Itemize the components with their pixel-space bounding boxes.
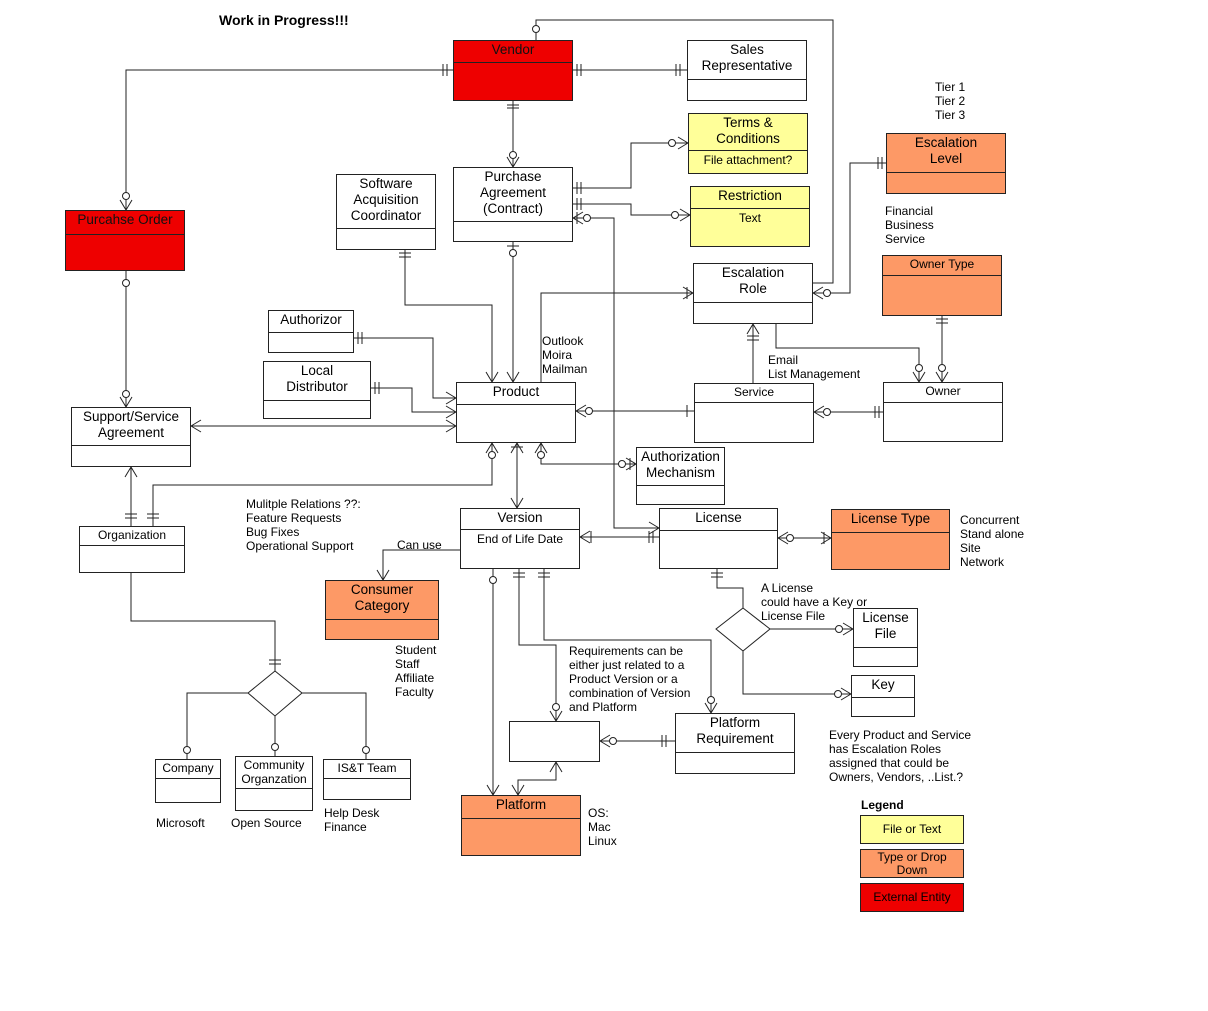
note-multiple-relations: Mulitple Relations ??: Feature Requests … [246,497,361,553]
entity-company-name: Company [156,760,220,779]
entity-platform-requirement-name: Platform Requirement [676,714,794,753]
entity-key[interactable]: Key [851,675,915,717]
entity-support-service-agreement-name: Support/Service Agreement [72,408,190,446]
entity-restriction-name: Restriction [691,187,809,209]
entity-platform-requirement[interactable]: Platform Requirement [675,713,795,774]
entity-sales-representative-name: Sales Representative [688,41,806,80]
entity-vendor-name: Vendor [454,41,572,63]
entity-organization[interactable]: Organization [79,526,185,573]
entity-authorizor[interactable]: Authorizor [268,310,354,353]
entity-owner-type[interactable]: Owner Type [882,255,1002,316]
note-license-key: A License could have a Key or License Fi… [761,581,868,623]
entity-escalation-role-name: Escalation Role [694,264,812,303]
entity-software-acquisition-coordinator[interactable]: Software Acquisition Coordinator [336,174,436,250]
legend-type-or-drop-down: Type or Drop Down [860,849,964,878]
entity-product[interactable]: Product [456,382,576,443]
note-email: Email List Management [768,353,861,381]
legend-external-entity: External Entity [860,883,964,912]
entity-license-file[interactable]: License File [853,608,918,667]
entity-owner-name: Owner [884,383,1002,403]
entity-version-platform-name [510,722,599,723]
entity-owner-type-name: Owner Type [883,256,1001,276]
entity-product-name: Product [457,383,575,405]
note-tiers: Tier 1 Tier 2 Tier 3 [935,80,966,122]
entity-escalation-level[interactable]: Escalation Level [886,133,1006,194]
note-os: OS: Mac Linux [588,806,617,848]
entity-authorization-mechanism[interactable]: Authorization Mechanism [636,447,725,505]
entity-terms-conditions[interactable]: Terms & Conditions File attachment? [688,113,808,174]
entity-vendor[interactable]: Vendor [453,40,573,101]
diagram-title: Work in Progress!!! [219,12,349,28]
note-every-product: Every Product and Service has Escalation… [829,728,972,784]
entity-license-file-name: License File [854,609,917,648]
entity-key-name: Key [852,676,914,698]
entity-local-distributor[interactable]: Local Distributor [263,361,371,419]
note-license-types: Concurrent Stand alone Site Network [960,513,1025,569]
entity-support-service-agreement[interactable]: Support/Service Agreement [71,407,191,467]
entity-purchase-agreement[interactable]: Purchase Agreement (Contract) [453,167,573,242]
entity-ist-team-name: IS&T Team [324,760,410,779]
entity-organization-name: Organization [80,527,184,546]
entity-license-type[interactable]: License Type [831,509,950,570]
entity-license[interactable]: License [659,508,778,569]
entity-escalation-level-name: Escalation Level [887,134,1005,173]
entity-company[interactable]: Company [155,759,221,803]
note-outlook: Outlook Moira Mailman [542,334,588,376]
entity-license-name: License [660,509,777,531]
entity-authorization-mechanism-name: Authorization Mechanism [637,448,724,486]
entity-version-attr: End of Life Date [476,532,564,546]
entity-ist-team[interactable]: IS&T Team [323,759,411,800]
note-open-source: Open Source [231,816,302,830]
license-choice-diamond [715,607,771,652]
entity-authorizor-name: Authorizor [269,311,353,333]
note-can-use: Can use [397,538,442,552]
entity-purchase-order[interactable]: Purcahse Order [65,210,185,271]
legend-file-or-text: File or Text [860,815,964,844]
entity-version-name: Version [461,509,579,530]
entity-local-distributor-name: Local Distributor [264,362,370,401]
entity-sales-representative[interactable]: Sales Representative [687,40,807,101]
note-help-desk: Help Desk Finance [324,806,380,834]
entity-software-acquisition-coordinator-name: Software Acquisition Coordinator [337,175,435,229]
entity-version[interactable]: Version End of Life Date [460,508,580,569]
entity-owner[interactable]: Owner [883,382,1003,442]
entity-restriction-attr: Text [738,211,761,225]
entity-restriction[interactable]: Restriction Text [690,186,810,247]
entity-service[interactable]: Service [694,383,814,443]
entity-license-type-name: License Type [832,510,949,533]
entity-purchase-order-name: Purcahse Order [66,211,184,235]
entity-consumer-category-name: Consumer Category [326,581,438,620]
note-financial: Financial Business Service [885,204,934,246]
entity-escalation-role[interactable]: Escalation Role [693,263,813,324]
subtype-diamond [247,670,303,717]
entity-purchase-agreement-name: Purchase Agreement (Contract) [454,168,572,222]
legend-title: Legend [861,798,904,812]
entity-version-platform[interactable] [509,721,600,762]
entity-terms-conditions-attr: File attachment? [703,153,793,167]
note-consumers: Student Staff Affiliate Faculty [395,643,437,699]
entity-platform-name: Platform [462,796,580,819]
entity-terms-conditions-name: Terms & Conditions [689,114,807,151]
entity-consumer-category[interactable]: Consumer Category [325,580,439,640]
note-microsoft: Microsoft [156,816,205,830]
note-requirements: Requirements can be either just related … [569,644,691,714]
entity-service-name: Service [695,384,813,403]
entity-community-organization[interactable]: Community Organzation [235,756,313,811]
entity-community-organization-name: Community Organzation [236,757,312,789]
entity-platform[interactable]: Platform [461,795,581,856]
